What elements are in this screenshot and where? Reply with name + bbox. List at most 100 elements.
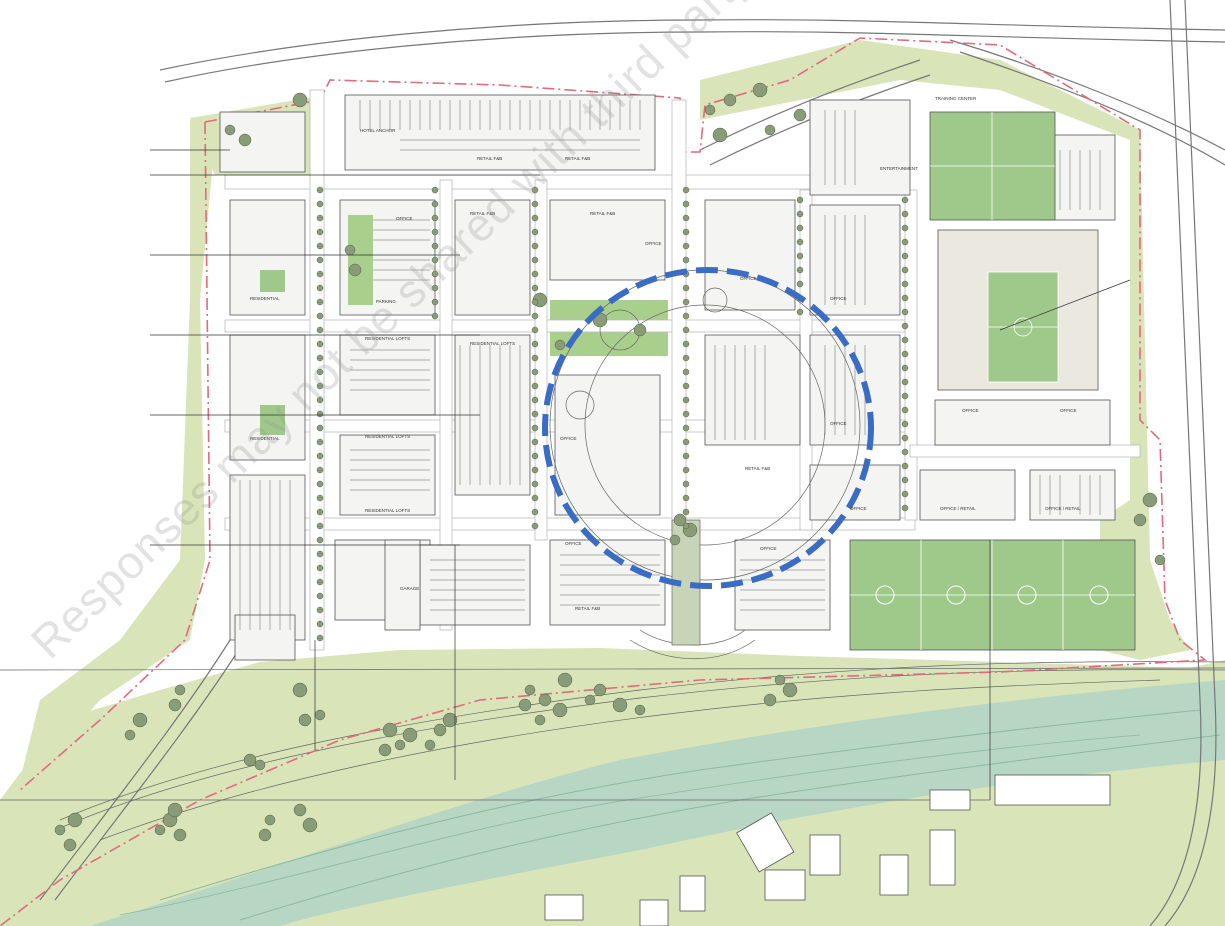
tree-icon [1142, 492, 1158, 508]
label-office-i: OFFICE [645, 241, 662, 246]
tree-icon [669, 534, 681, 546]
street-tree-icon [316, 396, 324, 404]
tree-icon [258, 828, 272, 842]
tree-icon [167, 802, 183, 818]
street-tree-icon [531, 382, 539, 390]
trees [54, 82, 1166, 852]
street-tree-icon [531, 438, 539, 446]
tree-icon [302, 817, 318, 833]
street-tree-icon [796, 224, 804, 232]
street-tree-icon [682, 466, 690, 474]
label-retail-4: RETAIL F&B [590, 211, 615, 216]
street-tree-icon [531, 368, 539, 376]
label-office-b: OFFICE [740, 276, 757, 281]
tree-icon [382, 722, 398, 738]
label-residential-2: RESIDENTIAL [250, 436, 280, 441]
street-tree-icon [316, 368, 324, 376]
street-tree-icon [682, 340, 690, 348]
tree-icon [54, 824, 66, 836]
street-tree-icon [316, 312, 324, 320]
label-retail-2: RETAIL F&B [565, 156, 590, 161]
street-tree-icon [316, 382, 324, 390]
tree-icon [243, 753, 257, 767]
street-tree-icon [316, 228, 324, 236]
tree-icon [238, 133, 252, 147]
label-garage: GARAGE [400, 586, 419, 591]
street-tree-icon [316, 564, 324, 572]
tree-icon [557, 672, 573, 688]
street-tree-icon [316, 466, 324, 474]
focus-area-circle [542, 267, 874, 589]
tree-icon [774, 674, 786, 686]
tree-icon [764, 124, 776, 136]
street-tree-icon [316, 340, 324, 348]
street-tree-icon [431, 200, 439, 208]
tree-icon [264, 814, 276, 826]
street-tree-icon [901, 308, 909, 316]
street-tree-icon [682, 452, 690, 460]
street-tree-icon [682, 382, 690, 390]
street-tree-icon [682, 256, 690, 264]
tree-icon [132, 712, 148, 728]
street-tree-icon [901, 378, 909, 386]
tree-icon [348, 263, 362, 277]
street-tree-icon [316, 508, 324, 516]
street-tree-icon [531, 312, 539, 320]
street-tree-icon [682, 480, 690, 488]
street-tree-icon [901, 490, 909, 498]
label-office-retail: OFFICE / RETAIL [940, 506, 976, 511]
street-tree-icon [531, 410, 539, 418]
label-retail-6: RETAIL F&B [745, 466, 770, 471]
street-tree-icon [316, 186, 324, 194]
tree-icon [524, 684, 536, 696]
tree-icon [293, 803, 307, 817]
street-tree-icon [316, 452, 324, 460]
street-tree-icon [316, 256, 324, 264]
street-tree-icon [431, 228, 439, 236]
tree-icon [673, 513, 687, 527]
street-tree-icon [796, 308, 804, 316]
street-tree-icon [531, 256, 539, 264]
tree-icon [424, 739, 436, 751]
tree-icon [552, 702, 568, 718]
street-tree-icon [531, 214, 539, 222]
street-tree-icon [316, 634, 324, 642]
street-tree-icon [316, 214, 324, 222]
tree-icon [174, 684, 186, 696]
street-tree-icon [796, 252, 804, 260]
tree-icon [554, 339, 566, 351]
rail-lines [0, 661, 1225, 841]
tree-icon [173, 828, 187, 842]
label-office-g: OFFICE [565, 541, 582, 546]
tree-icon [538, 693, 552, 707]
street-tree-icon [431, 186, 439, 194]
label-office-d: OFFICE [830, 421, 847, 426]
sports-fields [260, 111, 1136, 651]
label-hotel: HOTEL ANCHOR [360, 128, 396, 133]
street-tree-icon [901, 196, 909, 204]
street-tree-icon [901, 420, 909, 428]
site-boundary [0, 37, 1208, 926]
street-tree-icon [531, 508, 539, 516]
label-stadium-office: OFFICE [962, 408, 979, 413]
street-tree-icon [531, 228, 539, 236]
tree-icon [442, 712, 458, 728]
tree-icon [704, 104, 716, 116]
label-res-lofts-3: RESIDENTIAL LOFTS [365, 508, 410, 513]
label-retail-3: RETAIL F&B [470, 211, 495, 216]
street-tree-icon [316, 536, 324, 544]
street-tree-icon [316, 270, 324, 278]
street-tree-icon [431, 242, 439, 250]
street-tree-icon [796, 196, 804, 204]
street-tree-icon [316, 620, 324, 628]
street-tree-icon [316, 410, 324, 418]
street-tree-icon [901, 448, 909, 456]
street-tree-icon [316, 606, 324, 614]
street-tree-icon [682, 494, 690, 502]
tree-icon [584, 694, 596, 706]
label-office-a: OFFICE [396, 216, 413, 221]
street-tree-icon [901, 462, 909, 470]
street-tree-icon [901, 266, 909, 274]
street-tree-icon [431, 270, 439, 278]
street-tree-icon [316, 298, 324, 306]
